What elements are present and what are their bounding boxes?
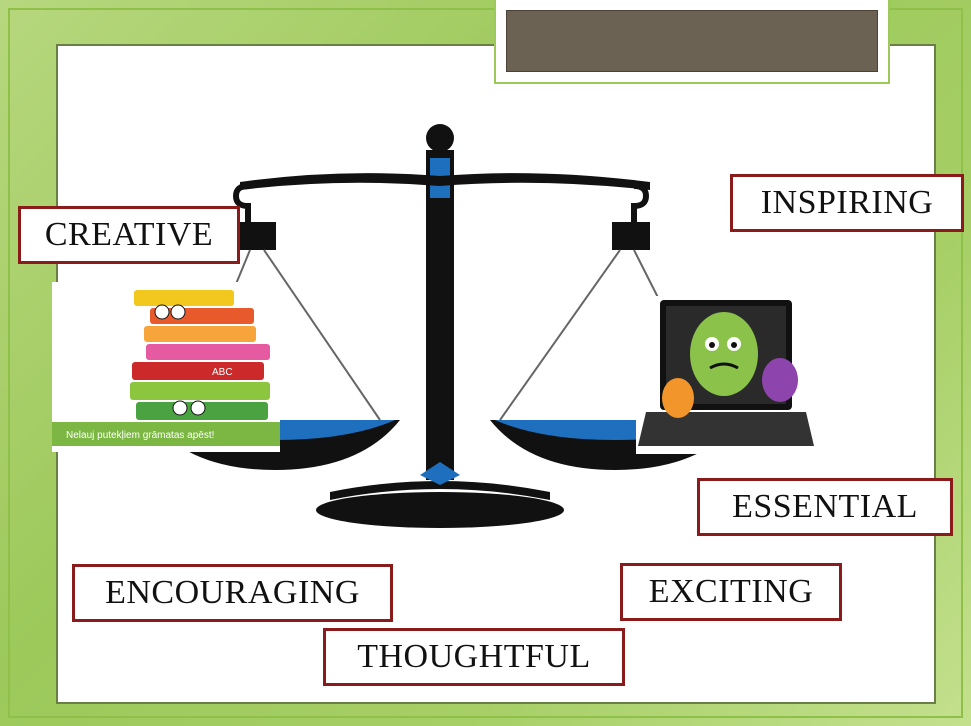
scale-base-step	[330, 481, 550, 500]
book-eye-3	[172, 400, 188, 416]
book-eye-4	[190, 400, 206, 416]
book-eye-1	[154, 304, 170, 320]
book-6	[130, 382, 270, 400]
right-string-a	[499, 249, 621, 421]
books-banner	[52, 422, 280, 446]
left-string-b	[263, 249, 381, 421]
word-creative: CREATIVE	[18, 206, 240, 264]
books-banner-text: Nelauj putekļiem grāmatas apēst!	[66, 430, 214, 441]
scale-base	[316, 492, 564, 528]
right-hanger	[612, 222, 650, 250]
scale-column-accent-bottom	[420, 462, 460, 485]
book-1	[134, 290, 234, 306]
laptop-germs-image	[636, 296, 816, 454]
word-encouraging: ENCOURAGING	[72, 564, 393, 622]
book-3	[144, 326, 256, 342]
book-5	[132, 362, 264, 380]
book-eye-2	[170, 304, 186, 320]
word-thoughtful: THOUGHTFUL	[323, 628, 625, 686]
left-hanger	[238, 222, 276, 250]
green-germ-icon	[690, 312, 758, 396]
left-hook	[232, 183, 251, 236]
scale-column	[426, 150, 454, 480]
purple-germ-icon	[762, 358, 798, 402]
book-abc-label: ABC	[212, 367, 233, 378]
scale-finial-neck	[434, 126, 446, 154]
slide-frame	[8, 8, 963, 718]
orange-germ-icon	[662, 378, 694, 418]
book-4	[146, 344, 270, 360]
right-hook	[631, 183, 650, 236]
word-inspiring: INSPIRING	[730, 174, 964, 232]
word-essential: ESSENTIAL	[697, 478, 953, 536]
laptop-keyboard	[638, 412, 814, 446]
books-stack-image: ABC Nelauj putekļiem grāmatas apēst!	[52, 282, 280, 452]
word-exciting: EXCITING	[620, 563, 842, 621]
scale-beam	[240, 173, 650, 190]
title-placeholder	[494, 0, 890, 84]
title-bar-fill	[506, 10, 878, 72]
